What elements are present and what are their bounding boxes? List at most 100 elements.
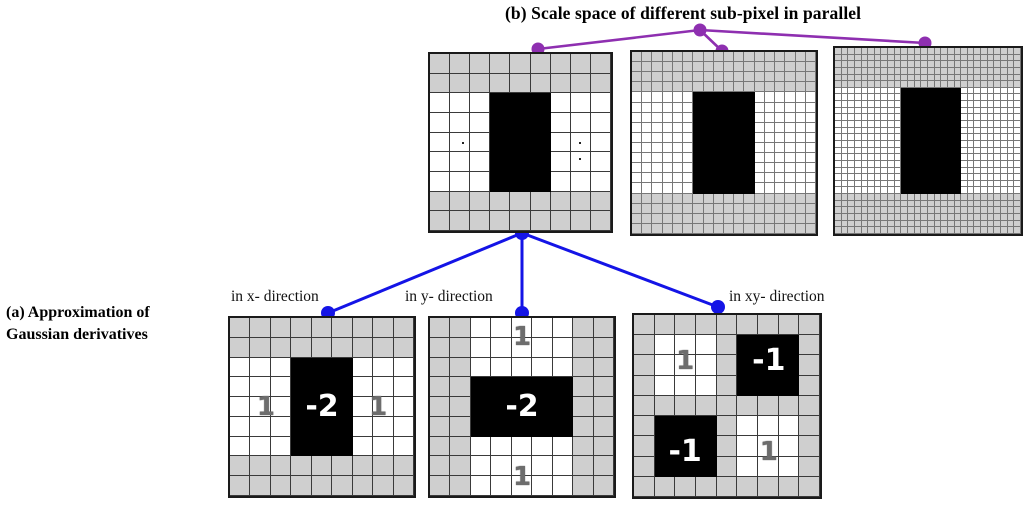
grid-cell — [947, 207, 955, 215]
grid-cell — [947, 200, 955, 208]
grid-cell — [987, 121, 995, 128]
grid-cell — [888, 174, 895, 181]
grid-cell — [744, 203, 755, 214]
grid-cell — [270, 377, 292, 398]
grid-cell — [642, 132, 653, 143]
grid-cell — [934, 147, 942, 155]
grid-cell — [430, 476, 451, 496]
grid-cell — [530, 211, 551, 231]
grid-cell — [1001, 140, 1008, 148]
grid-cell — [703, 52, 714, 63]
grid-cell — [373, 416, 394, 437]
grid-cell — [981, 187, 988, 195]
grid-cell — [632, 153, 643, 164]
grid-cell — [654, 375, 676, 396]
grid-cell — [835, 207, 842, 215]
grid-cell — [393, 357, 414, 378]
grid-cell — [552, 377, 574, 398]
grid-cell — [874, 160, 882, 168]
grid-cell — [352, 318, 374, 338]
grid-cell — [961, 154, 968, 161]
grid-cell — [530, 73, 551, 94]
grid-cell — [861, 200, 869, 208]
grid-cell — [270, 476, 292, 496]
grid-cell — [573, 456, 594, 477]
grid-cell — [662, 52, 673, 63]
grid-cell — [961, 194, 968, 201]
grid-cell — [1007, 114, 1015, 122]
grid-cell — [632, 183, 643, 194]
grid-cell — [961, 214, 968, 221]
grid-cell — [854, 81, 862, 88]
grid-cell — [941, 101, 948, 108]
grid-cell — [590, 73, 611, 94]
grid-cell — [974, 54, 982, 62]
grid-cell — [861, 61, 869, 68]
grid-cell — [799, 436, 820, 457]
grid-cell — [854, 154, 862, 161]
grid-cell — [450, 211, 471, 231]
grid-cell — [835, 67, 842, 75]
label-in-x-direction: in x- direction — [231, 288, 319, 305]
grid-cell — [841, 207, 849, 215]
grid-cell — [927, 160, 935, 168]
grid-cell — [470, 171, 491, 192]
grid-cell — [901, 81, 909, 88]
grid-cell — [695, 416, 717, 437]
grid-cell — [430, 397, 451, 417]
grid-cell — [716, 436, 738, 457]
grid-cell — [848, 174, 855, 181]
grid-cell — [835, 107, 842, 115]
grid-cell — [683, 102, 694, 113]
grid-cell — [430, 152, 451, 172]
grid-cell — [901, 227, 909, 234]
grid-cell — [888, 67, 895, 75]
grid-cell — [861, 107, 869, 115]
grid-cell — [373, 357, 394, 378]
grid-cell — [654, 355, 676, 376]
grid-cell — [927, 180, 935, 188]
grid-cell — [908, 147, 915, 155]
grid-cell — [921, 167, 928, 175]
grid-cell — [927, 101, 935, 108]
grid-cell — [861, 174, 869, 181]
grid-cell — [921, 214, 928, 221]
grid-cell — [491, 357, 512, 378]
grid-cell — [954, 134, 962, 141]
grid-cell — [947, 134, 955, 141]
grid-cell — [908, 227, 915, 234]
grid-cell — [835, 114, 842, 122]
grid-cell — [713, 142, 724, 154]
grid-cell — [894, 114, 902, 122]
grid-cell — [672, 223, 684, 234]
grid-cell — [868, 140, 875, 148]
grid-cell — [713, 163, 724, 174]
grid-cell — [841, 180, 849, 188]
grid-cell — [874, 207, 882, 215]
grid-cell — [921, 87, 928, 95]
grid-cell — [861, 67, 869, 75]
grid-cell — [947, 61, 955, 68]
grid-cell — [737, 335, 758, 356]
grid-cell — [848, 74, 855, 82]
grid-cell — [775, 72, 786, 83]
grid-cell — [994, 220, 1002, 228]
grid-cell — [861, 180, 869, 188]
grid-cell — [908, 134, 915, 141]
grid-cell — [795, 102, 806, 113]
grid-cell — [841, 48, 849, 55]
grid-cell — [901, 147, 909, 155]
grid-cell — [841, 160, 849, 168]
grid-cell — [1001, 67, 1008, 75]
grid-cell — [230, 397, 251, 417]
grid-cell — [805, 153, 816, 164]
grid-cell — [785, 132, 796, 143]
grid-cell — [744, 153, 755, 164]
grid-cell — [941, 214, 948, 221]
grid-cell — [703, 132, 714, 143]
grid-cell — [230, 337, 251, 358]
grid-cell — [764, 163, 776, 174]
grid-cell — [393, 436, 414, 457]
grid-cell — [1001, 194, 1008, 201]
grid-cell — [724, 173, 735, 184]
